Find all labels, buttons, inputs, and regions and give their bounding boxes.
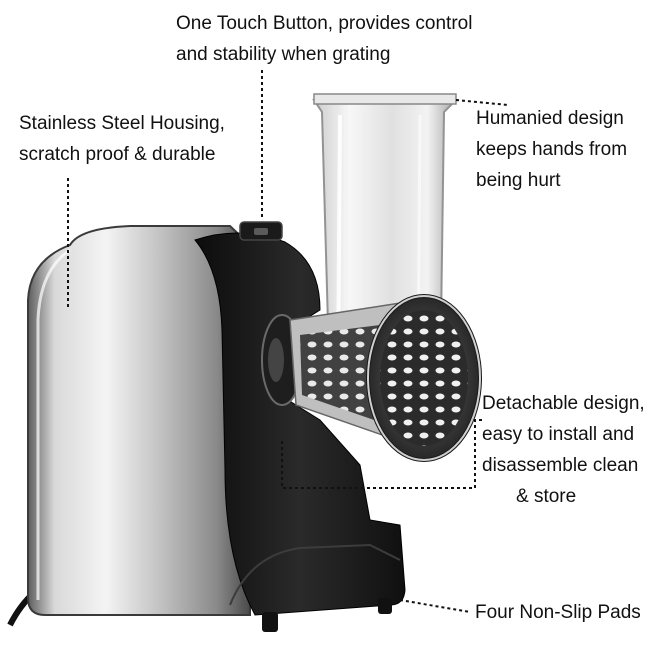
callout-line: being hurt bbox=[476, 170, 561, 191]
callout-non-slip-pads: Four Non-Slip Pads bbox=[475, 597, 641, 628]
callout-line: Humanied design bbox=[476, 108, 624, 129]
callout-line: & store bbox=[516, 486, 577, 507]
black-motor-body bbox=[194, 232, 406, 616]
callout-line: scratch proof & durable bbox=[19, 144, 216, 165]
callout-one-touch-button: One Touch Button, provides control and s… bbox=[176, 8, 472, 70]
callout-line: Detachable design, bbox=[482, 393, 645, 414]
callout-line: Stainless Steel Housing, bbox=[19, 113, 225, 134]
callout-steel-housing: Stainless Steel Housing, scratch proof &… bbox=[19, 108, 225, 170]
callout-line: keeps hands from bbox=[476, 139, 628, 160]
callout-humanized-design: Humanied design keeps hands from being h… bbox=[476, 103, 627, 196]
non-slip-pad bbox=[262, 612, 278, 632]
callout-line: One Touch Button, provides control bbox=[176, 13, 473, 34]
callout-line: Four Non-Slip Pads bbox=[475, 602, 641, 623]
callout-detachable-design: Detachable design, easy to install and d… bbox=[482, 388, 645, 512]
callout-line: easy to install and bbox=[482, 424, 635, 445]
callout-lines bbox=[67, 70, 509, 613]
callout-line: and stability when grating bbox=[176, 44, 391, 65]
non-slip-pad bbox=[378, 598, 392, 614]
steel-housing bbox=[27, 225, 251, 616]
callout-line: disassemble clean bbox=[482, 455, 639, 476]
